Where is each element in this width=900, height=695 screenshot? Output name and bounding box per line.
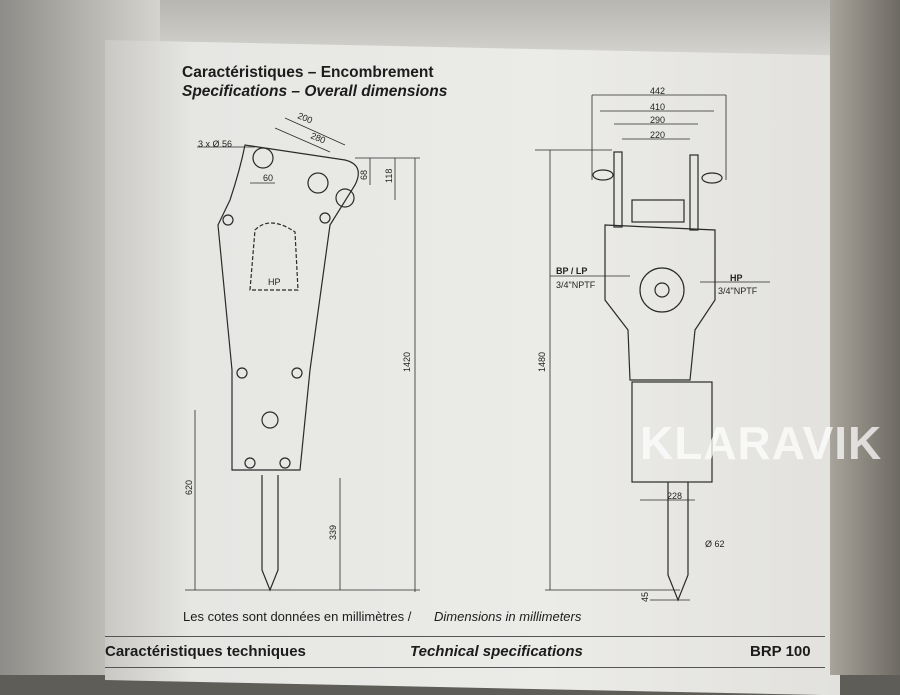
technical-drawings: 200 280 3 x Ø 56 60 68 118 1420 620 339 …	[184, 86, 770, 602]
hp-port-label: HP	[730, 273, 743, 283]
holes-label: 3 x Ø 56	[198, 139, 232, 149]
dim-280: 280	[309, 131, 327, 146]
title-english: Specifications – Overall dimensions	[182, 83, 448, 100]
dim-68: 68	[359, 170, 369, 180]
dim-45: 45	[640, 592, 650, 602]
dim-290: 290	[650, 115, 665, 125]
hp-thread: 3/4"NPTF	[718, 286, 758, 296]
watermark: KLARAVIK	[640, 417, 883, 469]
dim-410: 410	[650, 102, 665, 112]
dim-228: 228	[667, 491, 682, 501]
dim-1420: 1420	[402, 352, 412, 372]
background-right	[830, 0, 900, 675]
footer-bottom-rule	[105, 667, 825, 668]
dim-60: 60	[263, 173, 273, 183]
bp-lp-thread: 3/4"NPTF	[556, 280, 596, 290]
units-note-english: Dimensions in millimeters	[434, 609, 582, 624]
units-note-french: Les cotes sont données en millimètres /	[183, 609, 412, 624]
diameter-62: Ø 62	[705, 539, 725, 549]
footer-model: BRP 100	[750, 643, 811, 660]
dim-620: 620	[184, 480, 194, 495]
hp-label-side: HP	[268, 277, 281, 287]
side-view-drawing	[185, 117, 420, 592]
footer-top-rule	[105, 636, 825, 637]
bp-lp-port-label: BP / LP	[556, 266, 587, 276]
front-view-drawing	[535, 94, 770, 602]
dim-220: 220	[650, 130, 665, 140]
dim-442: 442	[650, 86, 665, 96]
dim-200: 200	[296, 111, 314, 126]
footer-french: Caractéristiques techniques	[105, 643, 306, 660]
dim-339: 339	[328, 525, 338, 540]
dim-118: 118	[384, 169, 394, 183]
dim-1480: 1480	[537, 352, 547, 372]
title-french: Caractéristiques – Encombrement	[182, 64, 434, 81]
footer-english: Technical specifications	[410, 643, 583, 660]
